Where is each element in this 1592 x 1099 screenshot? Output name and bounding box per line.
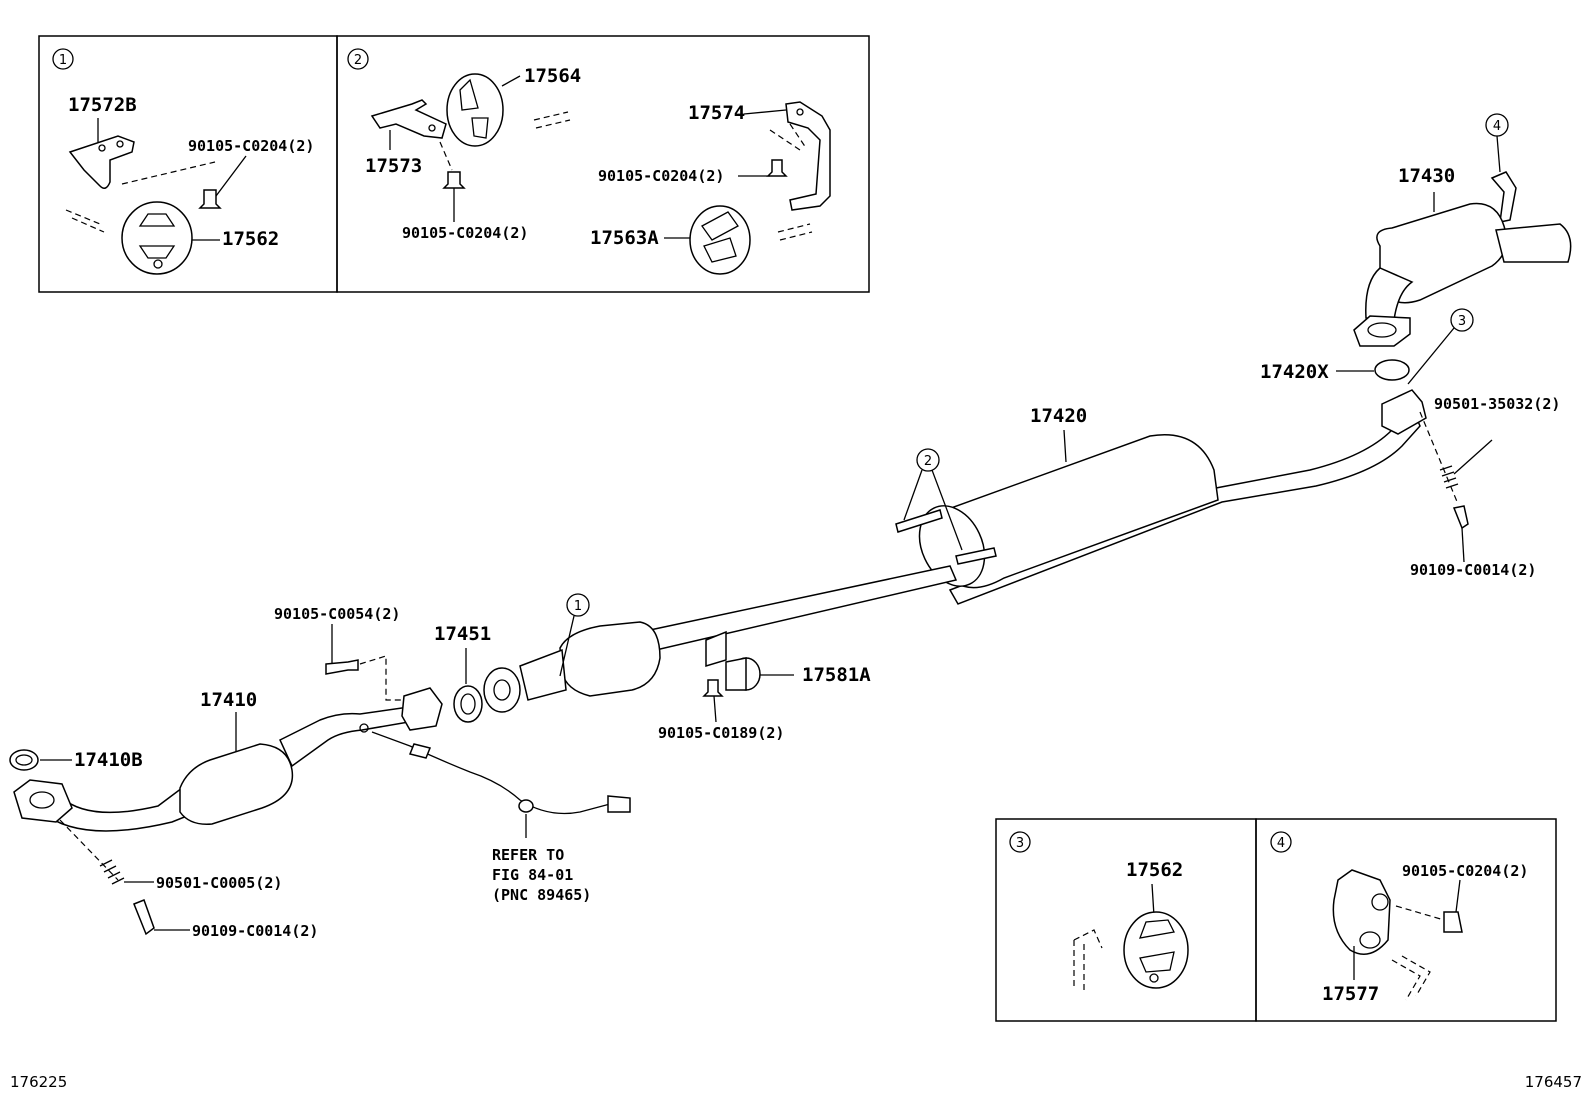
label-refer-pnc: (PNC 89465): [492, 886, 591, 904]
flange: [1353, 315, 1411, 347]
footer-right-id: 176457: [1525, 1073, 1582, 1091]
detail-box-2: 2 17564 17573 90105-C0204(2) 17574 90105…: [336, 35, 870, 293]
tail-pipe: [1495, 223, 1572, 263]
hanger-pin: [895, 509, 943, 533]
bolt: [1452, 505, 1469, 530]
gasket-17410B: [9, 749, 39, 771]
label-90109-C0014-left: 90109-C0014(2): [192, 922, 318, 940]
label-90501-35032: 90501-35032(2): [1434, 395, 1560, 413]
mount-17577: [1332, 869, 1391, 955]
bolt: [325, 659, 359, 675]
hanger-bracket: [1490, 171, 1517, 223]
gasket-17451: [453, 685, 483, 723]
front-flange: [483, 667, 521, 713]
oxygen-sensor-wire: [371, 731, 611, 815]
label-17420X: 17420X: [1260, 361, 1329, 383]
detail-box-1: 1 17572B 90105-C0204(2) 17562: [38, 35, 338, 293]
label-90105-C0204-box2a: 90105-C0204(2): [402, 224, 528, 242]
main-exhaust-assembly: 4 17430 17420X 3 17420 2: [9, 113, 1572, 940]
gasket-17420X: [1374, 359, 1410, 381]
label-90109-C0014-right: 90109-C0014(2): [1410, 561, 1536, 579]
callout-2-box: 2: [354, 53, 362, 68]
spring: [1439, 465, 1459, 489]
label-17581A: 17581A: [802, 664, 871, 686]
sensor-connector: [607, 795, 631, 813]
mount-17564: [446, 73, 504, 147]
label-17420: 17420: [1030, 405, 1087, 427]
callout-1-main: 1: [574, 599, 582, 614]
callout-3-box: 3: [1016, 836, 1024, 851]
label-17574: 17574: [688, 102, 745, 124]
intermediate-pipe: [649, 565, 958, 651]
callout-3-main: 3: [1458, 314, 1466, 329]
muffler-17430: [1376, 202, 1507, 304]
callout-4-box: 4: [1277, 836, 1285, 851]
mount-17562: [1123, 911, 1189, 989]
label-90105-C0054: 90105-C0054(2): [274, 605, 400, 623]
front-flange-plate: [13, 779, 73, 823]
callout-circle-4-box: [1270, 831, 1292, 853]
label-17562-box3: 17562: [1126, 859, 1183, 881]
label-90105-C0204-box4: 90105-C0204(2): [1402, 862, 1528, 880]
bolt: [1443, 911, 1463, 933]
callout-1: 1: [59, 53, 67, 68]
label-17430: 17430: [1398, 165, 1455, 187]
callout-2-main: 2: [924, 454, 932, 469]
mount-17563A: [689, 205, 751, 275]
label-17564: 17564: [524, 65, 581, 87]
label-17451: 17451: [434, 623, 491, 645]
bolt: [198, 189, 222, 209]
rear-flange: [1381, 389, 1427, 435]
bolt: [133, 899, 155, 936]
front-pipe-flange: [401, 687, 443, 731]
oxygen-sensor: [408, 743, 432, 759]
hanger-pin: [955, 547, 997, 565]
label-17572B: 17572B: [68, 94, 137, 116]
footer-left-id: 176225: [10, 1073, 67, 1091]
sub-catalytic-converter: [559, 621, 661, 697]
catalytic-converter: [179, 743, 294, 825]
label-90105-C0204-box1: 90105-C0204(2): [188, 137, 314, 155]
label-90105-C0189: 90105-C0189(2): [658, 724, 784, 742]
spring: [99, 859, 125, 885]
callout-circle-1: [52, 48, 74, 70]
label-90105-C0204-box2b: 90105-C0204(2): [598, 167, 724, 185]
bracket-17574: [785, 101, 831, 211]
label-17410: 17410: [200, 689, 257, 711]
label-17573: 17573: [365, 155, 422, 177]
bolt: [766, 159, 788, 177]
label-17562-box1: 17562: [222, 228, 279, 250]
bolt: [702, 679, 724, 697]
cat-inlet-cone: [519, 648, 567, 701]
label-17563A: 17563A: [590, 227, 659, 249]
callout-circle-1-main: [566, 593, 590, 617]
callout-circle-3-main: [1450, 308, 1474, 332]
callout-circle-2: [347, 48, 369, 70]
damper-bracket: [705, 630, 727, 668]
detail-box-3: 3 17562: [995, 818, 1257, 1022]
callout-circle-3-box: [1009, 831, 1031, 853]
bolt: [442, 171, 466, 189]
label-refer-fig: FIG 84-01: [492, 866, 573, 884]
callout-circle-2-main: [916, 448, 940, 472]
callout-4-main: 4: [1493, 119, 1501, 134]
label-refer-to: REFER TO: [492, 846, 564, 864]
label-17410B: 17410B: [74, 749, 143, 771]
label-17577: 17577: [1322, 983, 1379, 1005]
mount-17562: [121, 201, 193, 275]
bracket-17573: [370, 99, 447, 139]
detail-box-4: 4 90105-C0204(2) 17577: [1255, 818, 1557, 1022]
bracket-17572B: [68, 135, 135, 189]
label-90501-C0005: 90501-C0005(2): [156, 874, 282, 892]
muffler-end-cap: [918, 505, 986, 587]
